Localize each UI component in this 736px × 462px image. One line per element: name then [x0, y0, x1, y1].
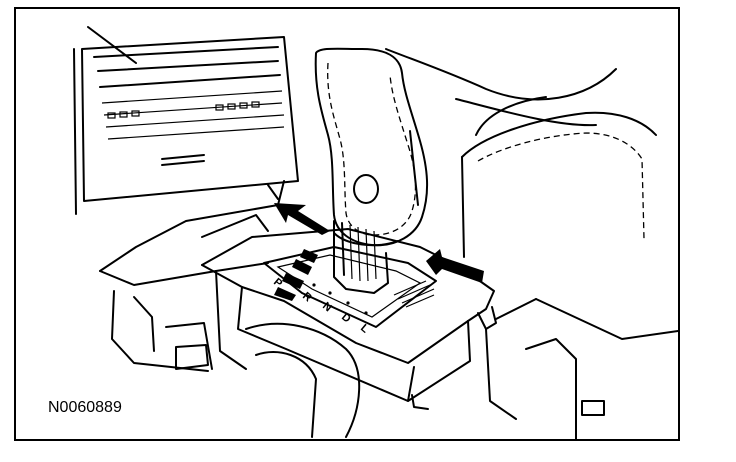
shifter-illustration: P R N D L [73, 26, 678, 439]
prndl-indicator: P R N D L [271, 276, 371, 336]
figure-id: N0060889 [48, 399, 122, 416]
arrow-up-left-dash-1 [300, 249, 318, 263]
direction-arrows [274, 203, 484, 301]
gear-lever [333, 220, 389, 294]
audio-panel [73, 26, 299, 215]
selector-letter-d: D [339, 311, 353, 325]
arrow-up-left-dash-3 [282, 273, 304, 289]
panel-buttons [107, 101, 260, 119]
arrow-right-pointing-at-lever [426, 249, 484, 283]
shift-knob [314, 47, 429, 247]
illustration-frame: P R N D L [14, 7, 680, 441]
arrow-up-left [274, 203, 330, 235]
arrow-up-left-dash-4 [274, 287, 296, 301]
armrest [385, 48, 678, 439]
center-console [99, 180, 361, 438]
shift-lock-button [353, 174, 379, 204]
arrow-up-left-dash-2 [292, 259, 312, 275]
selector-letter-l: L [358, 322, 371, 336]
